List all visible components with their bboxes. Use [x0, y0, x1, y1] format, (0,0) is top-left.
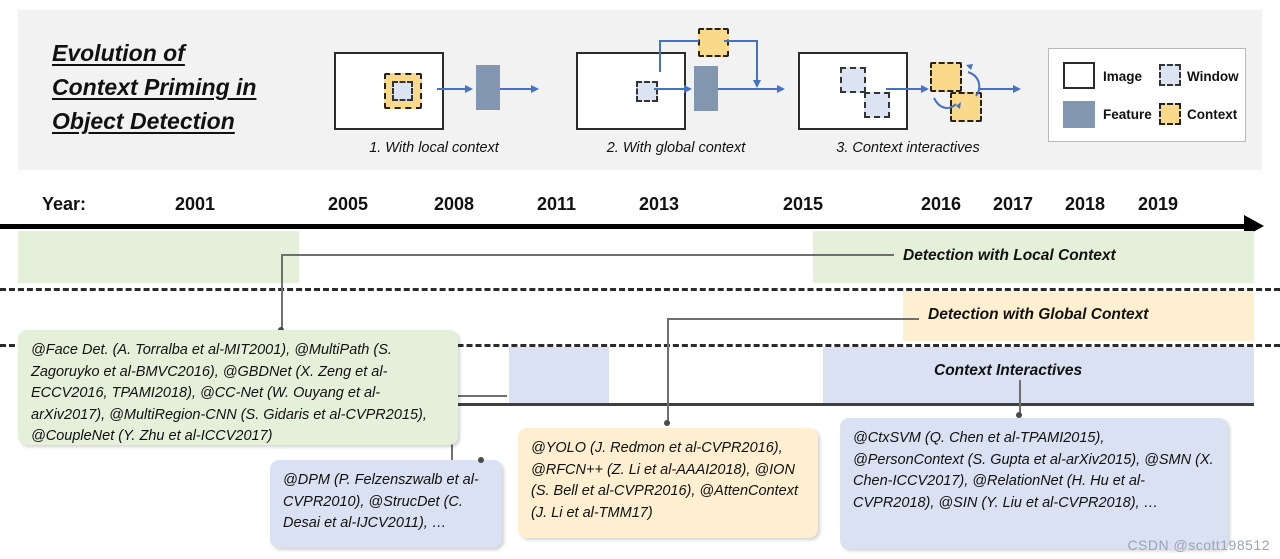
feature-rect	[694, 66, 718, 111]
local-context-diagram: 1. With local context	[334, 40, 539, 156]
legend-label-window: Window	[1187, 69, 1239, 84]
leader-local-context-h	[281, 254, 894, 256]
leader-global-context-h	[667, 318, 919, 320]
band-context-interactives-a	[509, 347, 609, 405]
year-tick-2011: 2011	[537, 194, 577, 214]
title-line-1: Evolution of	[52, 40, 185, 66]
year-tick-2005: 2005	[328, 194, 369, 214]
leader-green-callout-h	[451, 395, 507, 397]
global-context-diagram: 2. With global context	[576, 28, 786, 156]
band-local-context-right	[813, 231, 1254, 283]
global-context-papers: @YOLO (J. Redmon et al-CVPR2016), @RFCN+…	[518, 428, 818, 538]
band-global-context	[903, 291, 1254, 341]
leader-global-context-dot	[664, 420, 670, 426]
leader-green-callout-v	[451, 395, 453, 515]
year-tick-2019: 2019	[1138, 194, 1179, 214]
leader-local-context-v	[281, 254, 283, 330]
flow-arrow-2	[500, 88, 534, 90]
flow-arrow-out	[718, 88, 780, 90]
axis-label: Year:	[42, 194, 87, 214]
interaction-curves-icon	[933, 64, 981, 109]
year-tick-2013: 2013	[639, 194, 680, 214]
skip-up-line	[659, 40, 661, 72]
watermark: CSDN @scott198512	[1127, 537, 1270, 553]
flow-arrow-2-head	[531, 84, 539, 93]
legend-label-feature: Feature	[1103, 107, 1152, 122]
window-rect	[392, 81, 413, 101]
flow-arrow-out-head	[777, 84, 785, 93]
timeline-axis	[0, 224, 1246, 229]
header-panel: Evolution of Context Priming in Object D…	[18, 10, 1262, 170]
window-rect-a	[840, 67, 866, 93]
dpm-papers: @DPM (P. Felzenszwalb et al-CVPR2010), @…	[270, 460, 502, 548]
window-rect	[636, 81, 658, 102]
context-interactives-papers: @CtxSVM (Q. Chen et al-TPAMI2015), @Pers…	[840, 418, 1228, 549]
flow-arrow-out-head	[1013, 84, 1021, 93]
flow-arrow-in	[886, 88, 924, 90]
year-tick-2015: 2015	[783, 194, 824, 214]
year-tick-2008: 2008	[434, 194, 475, 214]
band-baseline	[22, 403, 1254, 406]
band-label-local-context: Detection with Local Context	[903, 247, 1116, 264]
legend-swatch-window	[1159, 64, 1181, 86]
flow-arrow-img-feat-head	[684, 84, 692, 93]
band-local-context-left	[18, 231, 299, 283]
diagram-caption: 1. With local context	[369, 140, 499, 156]
diagram-caption: 3. Context interactives	[836, 140, 980, 156]
band-label-context-interactives: Context Interactives	[934, 362, 1083, 379]
flow-arrow-out	[980, 88, 1016, 90]
legend-label-context: Context	[1187, 107, 1238, 122]
legend: Image Window Feature Context	[1048, 48, 1246, 142]
legend-swatch-image	[1063, 62, 1095, 89]
local-context-papers: @Face Det. (A. Torralba et al-MIT2001), …	[18, 330, 458, 445]
window-rect-b	[864, 92, 890, 118]
context-rect-a	[930, 62, 962, 92]
flow-arrow-in-head	[921, 84, 929, 93]
legend-swatch-context	[1159, 103, 1181, 125]
skip-down-line	[756, 40, 758, 82]
page-title: Evolution of Context Priming in Object D…	[52, 36, 342, 138]
leader-context-interactives-v	[1019, 380, 1021, 415]
year-tick-2016: 2016	[921, 194, 962, 214]
title-line-3: Object Detection	[52, 108, 235, 134]
year-tick-2001: 2001	[175, 194, 216, 214]
legend-swatch-feature	[1063, 101, 1095, 128]
context-rect	[698, 28, 729, 57]
leader-context-interactives-dot	[1016, 412, 1022, 418]
flow-arrow-1	[437, 88, 468, 90]
diagram-caption: 2. With global context	[606, 140, 746, 156]
feature-rect	[476, 65, 500, 110]
band-label-global-context: Detection with Global Context	[928, 306, 1149, 323]
context-interactives-diagram: 3. Context interactives	[798, 40, 1021, 156]
flow-arrow-1-head	[465, 84, 473, 93]
band-separator-1	[0, 288, 1280, 291]
title-line-2: Context Priming in	[52, 74, 257, 100]
band-context-interactives-b	[823, 347, 1254, 405]
leader-global-context-v	[667, 318, 669, 423]
band-separator-2	[0, 344, 1280, 347]
flow-arrow-img-feat	[654, 88, 686, 90]
legend-label-image: Image	[1103, 69, 1143, 84]
skip-down-head	[752, 80, 761, 88]
dpm-callout-dot	[478, 457, 484, 463]
year-tick-2017: 2017	[993, 194, 1034, 214]
skip-top-line-left	[659, 40, 699, 42]
skip-top-line-right	[724, 40, 758, 42]
image-rect	[576, 52, 686, 130]
year-tick-2018: 2018	[1065, 194, 1106, 214]
